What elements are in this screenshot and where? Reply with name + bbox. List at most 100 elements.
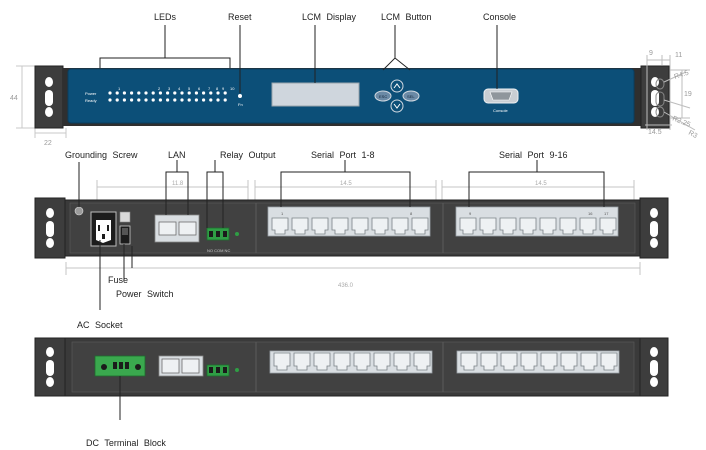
- serial-port[interactable]: [273, 352, 291, 371]
- led-row-ready-label: Ready: [85, 98, 97, 103]
- dim-width-22: 22: [44, 140, 52, 147]
- sel-label: SEL: [407, 94, 415, 99]
- lan-port-1[interactable]: [158, 221, 177, 236]
- led-number: 10: [230, 86, 235, 91]
- serial-port-first-number: 1: [281, 211, 284, 216]
- dim-side-9: 9: [649, 50, 653, 57]
- serial-port[interactable]: [500, 352, 518, 371]
- lan-port-2[interactable]: [178, 221, 197, 236]
- serial-port[interactable]: [459, 217, 477, 235]
- serial-port-block-1: [267, 206, 431, 237]
- led-indicator: [151, 91, 155, 95]
- serial-ports-1-8: [271, 217, 429, 235]
- serial-port[interactable]: [353, 352, 371, 371]
- label-ac-socket: AC Socket: [77, 320, 123, 330]
- lcm-sel-button[interactable]: [402, 90, 420, 102]
- fuse-holder: [119, 211, 131, 223]
- dim-side-14-5: 14.5: [648, 129, 662, 136]
- console-port[interactable]: [483, 88, 519, 104]
- serial-port[interactable]: [391, 217, 409, 235]
- dim-side-11: 11: [675, 52, 682, 59]
- serial-port[interactable]: [540, 352, 558, 371]
- label-serial-port-9-16: Serial Port 9-16: [499, 150, 568, 160]
- led-indicator: [202, 98, 206, 102]
- serial-port[interactable]: [291, 217, 309, 235]
- serial-port[interactable]: [293, 352, 311, 371]
- rear-panel-dc: [34, 337, 669, 420]
- reset-button[interactable]: [238, 94, 242, 98]
- led-number: 7: [208, 86, 211, 91]
- serial-port[interactable]: [271, 217, 289, 235]
- led-indicator: [151, 98, 155, 102]
- label-lcm-display: LCM Display: [302, 12, 357, 22]
- rear-panel-ac: 11.8 14.5 14.5 436.0: [34, 160, 669, 310]
- led-indicators: [108, 91, 227, 102]
- serial-port[interactable]: [559, 217, 577, 235]
- serial-port[interactable]: [460, 352, 478, 371]
- led-indicator: [122, 98, 126, 102]
- led-indicator: [158, 91, 162, 95]
- led-indicator: [209, 98, 213, 102]
- label-lcm-button: LCM Button: [381, 12, 432, 22]
- serial-port[interactable]: [520, 352, 538, 371]
- led-indicator: [144, 91, 148, 95]
- lcm-esc-button[interactable]: [374, 90, 392, 102]
- serial-port[interactable]: [371, 217, 389, 235]
- led-indicator: [108, 91, 112, 95]
- led-indicator: [216, 98, 220, 102]
- serial-port-last-number-2: 17: [604, 211, 609, 216]
- serial-port[interactable]: [333, 352, 351, 371]
- serial-port[interactable]: [599, 217, 617, 235]
- serial-port[interactable]: [579, 217, 597, 235]
- serial-port[interactable]: [331, 217, 349, 235]
- led-number: 8: [216, 86, 219, 91]
- serial-port[interactable]: [600, 352, 618, 371]
- serial-port[interactable]: [413, 352, 431, 371]
- serial-port[interactable]: [411, 217, 429, 235]
- label-console: Console: [483, 12, 517, 22]
- serial-port[interactable]: [393, 352, 411, 371]
- serial-port[interactable]: [311, 217, 329, 235]
- dc-serial-ports-9-16: [460, 352, 618, 371]
- serial-port[interactable]: [480, 352, 498, 371]
- serial-port[interactable]: [313, 352, 331, 371]
- serial-port[interactable]: [373, 352, 391, 371]
- led-indicator: [166, 98, 170, 102]
- serial-ports-9-16: [459, 217, 617, 235]
- front-panel: Power Ready 1 2 3 4 5 6 7 8 9 10 Fn ESC …: [10, 25, 698, 147]
- led-indicator: [122, 91, 126, 95]
- dc-serial-block-1: [269, 350, 433, 374]
- serial-port[interactable]: [351, 217, 369, 235]
- dim-height-44: 44: [10, 95, 18, 102]
- led-number: 5: [188, 86, 191, 91]
- led-indicator: [202, 91, 206, 95]
- lcm-display: [271, 82, 360, 107]
- lcm-up-button[interactable]: [390, 79, 404, 93]
- serial-port[interactable]: [499, 217, 517, 235]
- label-lan: LAN: [168, 150, 186, 160]
- led-indicator: [173, 98, 177, 102]
- led-indicator: [108, 98, 112, 102]
- dc-lan-port-2[interactable]: [181, 358, 200, 374]
- serial-port[interactable]: [539, 217, 557, 235]
- serial-port[interactable]: [479, 217, 497, 235]
- led-indicator: [166, 91, 170, 95]
- led-indicator: [130, 98, 134, 102]
- label-fuse: Fuse: [108, 275, 129, 285]
- serial-port-block-2: [455, 206, 619, 237]
- serial-port[interactable]: [519, 217, 537, 235]
- label-power-switch: Power Switch: [116, 289, 174, 299]
- lan-ports: [154, 214, 200, 243]
- serial-port[interactable]: [560, 352, 578, 371]
- serial-port[interactable]: [580, 352, 598, 371]
- led-indicator: [158, 98, 162, 102]
- fn-label: Fn: [238, 102, 243, 107]
- led-indicator: [137, 98, 141, 102]
- dim-serial-span-2: 14.5: [535, 181, 547, 187]
- led-indicator: [223, 98, 227, 102]
- dc-lan-port-1[interactable]: [161, 358, 180, 374]
- label-dc-terminal-block: DC Terminal Block: [86, 438, 166, 448]
- lcm-down-button[interactable]: [390, 99, 404, 113]
